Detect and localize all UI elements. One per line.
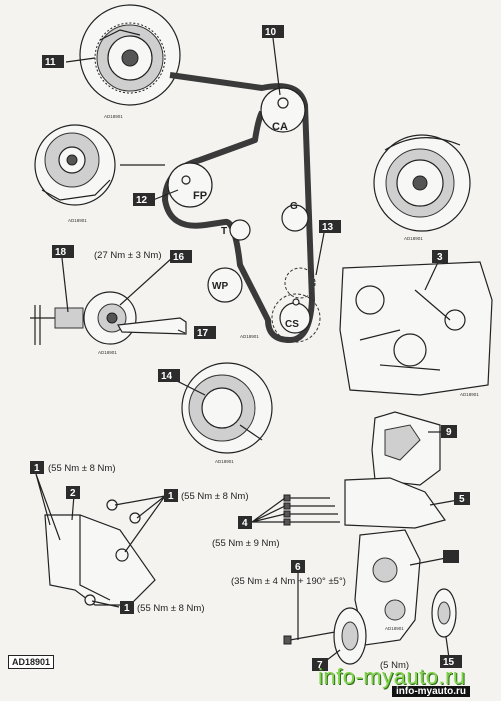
- pulley-label-fp: FP: [193, 190, 207, 202]
- callout-1-top-right: 1: [164, 489, 178, 502]
- pulley-label-cs: CS: [285, 319, 299, 330]
- callout-17: 17: [194, 326, 216, 339]
- callout-13: 13: [319, 220, 341, 233]
- callout-16: 16: [170, 250, 192, 263]
- ref-code: AD18901: [68, 218, 87, 223]
- crank-pulley-parts: [283, 588, 457, 665]
- torque-4: (55 Nm ± 9 Nm): [212, 538, 280, 549]
- callout-8: [443, 550, 459, 563]
- svg-text:2: 2: [70, 488, 76, 499]
- callout-3: 3: [432, 250, 448, 263]
- svg-text:14: 14: [161, 371, 173, 382]
- svg-text:7: 7: [317, 660, 323, 671]
- tensioner-detail: AD18901: [181, 362, 273, 464]
- svg-text:6: 6: [295, 562, 301, 573]
- callout-7: 7: [312, 658, 328, 671]
- svg-text:4: 4: [242, 518, 248, 529]
- callout-9: 9: [441, 425, 457, 438]
- svg-text:3: 3: [437, 252, 443, 263]
- ref-code: AD18901: [385, 626, 404, 631]
- callout-4: 4: [238, 516, 252, 529]
- tensioner-adjust-detail: AD18901: [30, 291, 187, 355]
- camshaft-sprocket-detail: AD18901: [79, 4, 181, 119]
- cover-bolts: [283, 494, 340, 526]
- torque-1-right: (55 Nm ± 8 Nm): [181, 491, 249, 502]
- svg-text:13: 13: [322, 222, 334, 233]
- callout-14: 14: [158, 369, 180, 382]
- callout-15: 15: [440, 655, 462, 668]
- pulley-label-ca: CA: [272, 121, 288, 133]
- torque-1-bottom: (55 Nm ± 8 Nm): [137, 603, 205, 614]
- svg-text:9: 9: [446, 427, 452, 438]
- svg-text:5: 5: [459, 494, 465, 505]
- engine-block-detail: AD18901: [339, 261, 493, 397]
- callout-5: 5: [454, 492, 470, 505]
- ref-code: AD18901: [98, 350, 117, 355]
- svg-text:11: 11: [45, 57, 56, 68]
- torque-1-left: (55 Nm ± 8 Nm): [48, 463, 116, 474]
- pulley-label-t: T: [221, 226, 227, 237]
- callout-11: 11: [42, 55, 64, 68]
- watermark-small: info-myauto.ru: [392, 686, 470, 697]
- watermark-main: info-myauto.ru: [318, 664, 466, 689]
- pulley-label-g: G: [290, 201, 298, 212]
- ref-code: AD18901: [215, 459, 234, 464]
- svg-text:1: 1: [34, 463, 40, 474]
- callout-18: 18: [52, 245, 74, 258]
- svg-text:1: 1: [168, 491, 174, 502]
- callout-2: 2: [66, 486, 80, 499]
- svg-text:1: 1: [124, 603, 130, 614]
- svg-text:12: 12: [136, 195, 148, 206]
- pulley-label-wp: WP: [212, 281, 228, 292]
- torque-16: (27 Nm ± 3 Nm): [94, 250, 162, 261]
- callout-6: 6: [291, 560, 305, 573]
- crank-pulley-detail: AD18901: [373, 134, 471, 241]
- svg-text:15: 15: [443, 657, 455, 668]
- timing-covers: AD18901: [344, 411, 446, 646]
- leader-lines: [35, 37, 459, 661]
- callout-12: 12: [133, 193, 155, 206]
- belt-layout: CA FP G T WP CS AD18901: [120, 72, 321, 343]
- callout-1-top-left: 1: [30, 461, 44, 474]
- svg-text:10: 10: [265, 27, 277, 38]
- ref-code: AD18901: [404, 236, 423, 241]
- engine-bracket: [44, 499, 156, 606]
- ref-code: AD18901: [460, 392, 479, 397]
- svg-text:18: 18: [55, 247, 67, 258]
- ref-code: AD18901: [104, 114, 123, 119]
- callout-1-bottom: 1: [120, 601, 134, 614]
- svg-text:17: 17: [197, 328, 209, 339]
- figure-reference-code: AD18901: [8, 655, 55, 669]
- fuel-pump-sprocket-detail: AD18901: [34, 124, 116, 223]
- callout-10: 10: [262, 25, 284, 38]
- ref-code: AD18901: [240, 334, 259, 339]
- svg-text:16: 16: [173, 252, 185, 263]
- torque-7: (5 Nm): [380, 660, 409, 671]
- torque-6: (35 Nm ± 4 Nm + 190° ±5°): [231, 576, 346, 587]
